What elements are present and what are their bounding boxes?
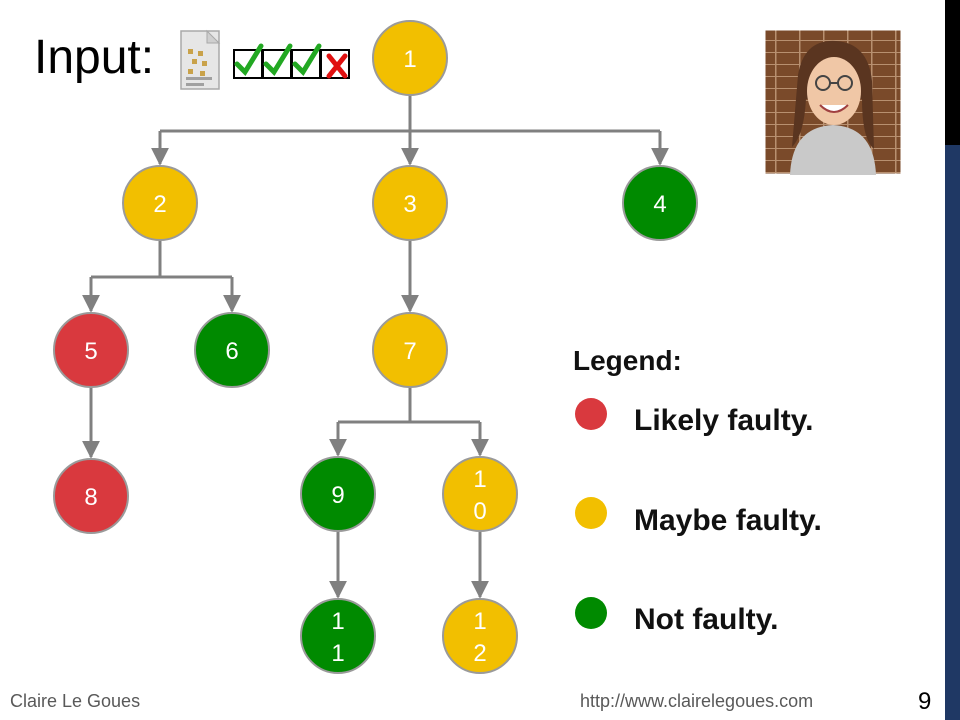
author-photo [764, 29, 902, 175]
tree-node-label: 5 [84, 338, 97, 365]
legend-dot-not [575, 597, 607, 629]
tree-node-5: 5 [53, 312, 129, 388]
legend-label-not: Not faulty. [634, 603, 779, 636]
tree-edges-2 [82, 240, 241, 313]
tree-node-8: 8 [53, 458, 129, 534]
sidebar-accent-top [945, 0, 960, 145]
tree-node-1: 1 [372, 20, 448, 96]
tree-node-label: 9 [331, 482, 344, 509]
tree-node-label: 8 [84, 484, 97, 511]
tree-node-3: 3 [372, 165, 448, 241]
tree-node-6: 6 [194, 312, 270, 388]
tree-node-2: 2 [122, 165, 198, 241]
tree-edges-1 [151, 95, 669, 166]
tree-node-label: 3 [403, 191, 416, 218]
check-icon [291, 43, 322, 79]
tree-node-label: 2 [473, 640, 486, 667]
legend-label-maybe: Maybe faulty. [634, 504, 822, 537]
tree-node-label: 7 [403, 338, 416, 365]
tree-node-9: 9 [300, 456, 376, 532]
page-number: 9 [918, 688, 932, 715]
legend-label-likely: Likely faulty. [634, 404, 814, 437]
tree-node-4: 4 [622, 165, 698, 241]
sidebar-accent [945, 145, 960, 720]
legend-dot-likely [575, 398, 607, 430]
tree-node-10: 10 [442, 456, 518, 532]
tree-node-label: 1 [331, 640, 344, 667]
tree-node-7: 7 [372, 312, 448, 388]
tree-node-label: 0 [473, 498, 486, 525]
tree-node-label: 1 [403, 46, 416, 73]
tree-node-label: 1 [473, 608, 486, 635]
slide-title: Input: [34, 31, 155, 84]
file-icon [180, 29, 221, 90]
tree-node-label: 1 [331, 608, 344, 635]
tree-node-label: 6 [225, 338, 238, 365]
check-icon [233, 43, 264, 79]
legend-title: Legend: [573, 345, 682, 376]
tree-node-label: 4 [653, 191, 666, 218]
test-results [233, 43, 350, 79]
legend-dot-maybe [575, 497, 607, 529]
footer-url[interactable]: http://www.clairelegoues.com [580, 691, 814, 711]
tree-edges-7 [329, 387, 489, 457]
footer-author: Claire Le Goues [10, 691, 141, 711]
cross-icon [320, 49, 350, 79]
tree-node-label: 1 [473, 466, 486, 493]
tree-node-label: 2 [153, 191, 166, 218]
tree-node-11: 11 [300, 598, 376, 674]
tree-node-12: 12 [442, 598, 518, 674]
